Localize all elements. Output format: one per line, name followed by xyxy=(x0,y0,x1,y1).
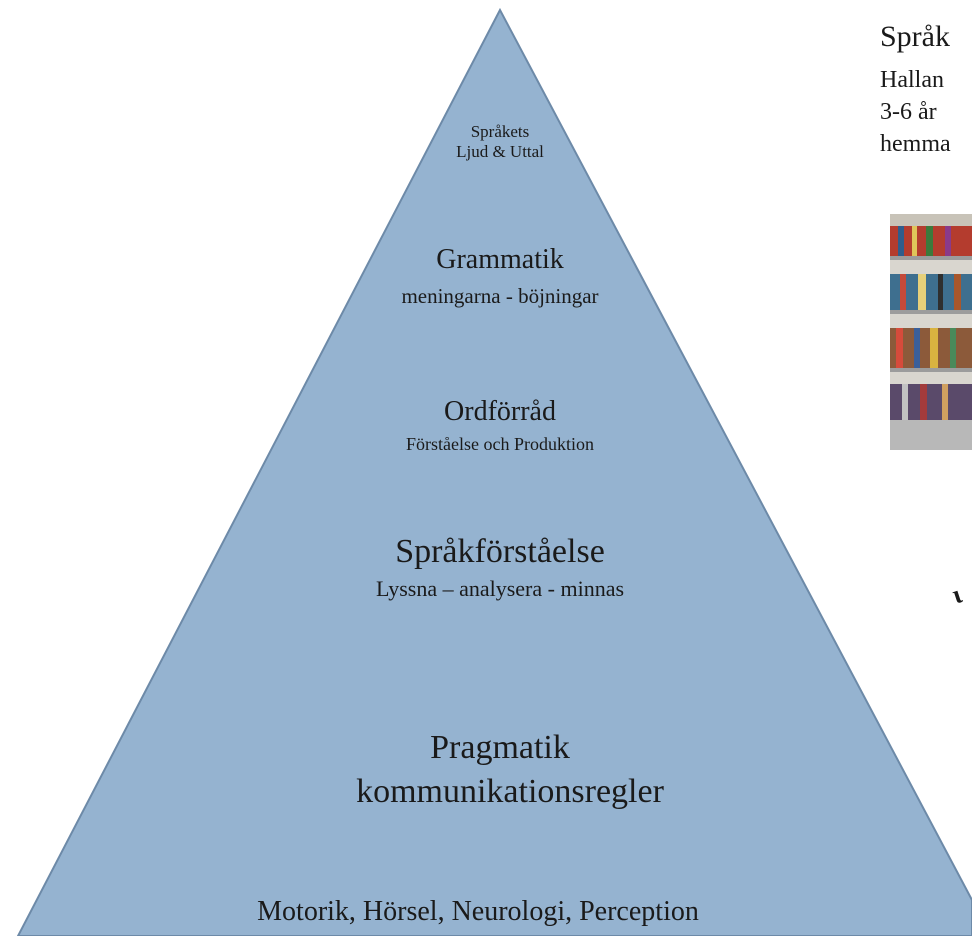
side-heading: Språk xyxy=(880,20,950,53)
side-line: 3-6 år xyxy=(880,99,937,125)
library-photo xyxy=(890,214,972,450)
level-grammar-subtitle: meningarna - böjningar xyxy=(401,284,599,308)
level-sound-title: Språkets xyxy=(470,122,530,141)
level-vocabulary-title: Ordförråd xyxy=(444,396,556,427)
level-vocabulary-subtitle: Förståelse och Produktion xyxy=(406,434,594,454)
level-pragmatics-subtitle: kommunikationsregler xyxy=(356,773,664,810)
level-comprehension-title: Språkförståelse xyxy=(395,533,605,570)
level-pragmatics-title: Pragmatik xyxy=(430,729,570,766)
side-line: Hallan xyxy=(880,67,944,93)
bookshelf-image xyxy=(890,214,972,450)
side-line: hemma xyxy=(880,131,951,157)
side-text: Hallan 3-6 år hemma xyxy=(880,64,951,160)
pyramid-shape xyxy=(16,7,972,936)
level-grammar-title: Grammatik xyxy=(436,244,564,275)
level-sound-subtitle: Ljud & Uttal xyxy=(456,142,544,161)
level-foundation-title: Motorik, Hörsel, Neurologi, Perception xyxy=(257,896,699,927)
level-comprehension-subtitle: Lyssna – analysera - minnas xyxy=(375,576,625,601)
